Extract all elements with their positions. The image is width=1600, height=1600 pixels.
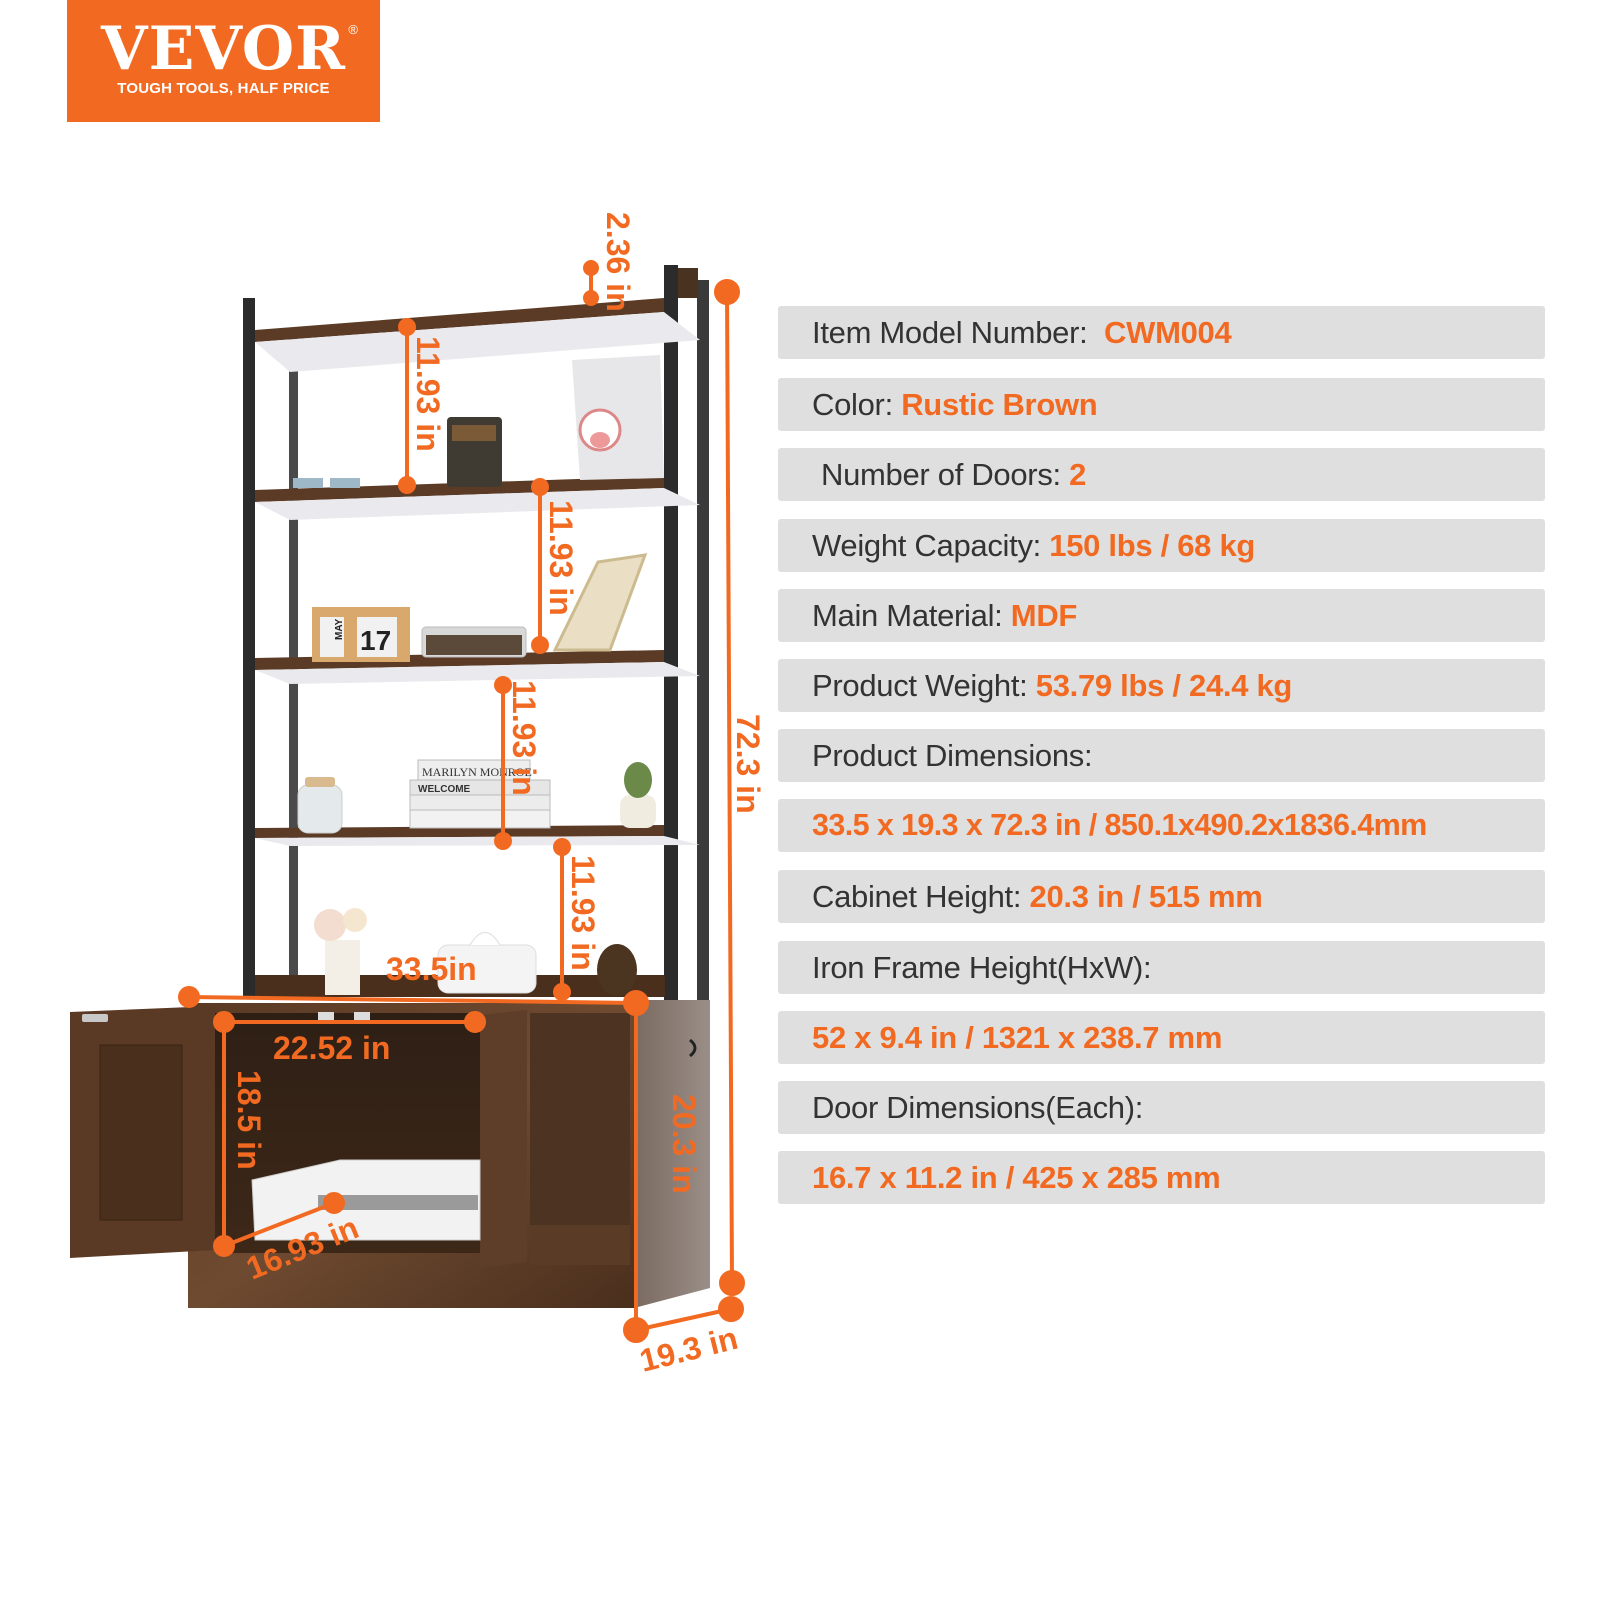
spec-value: 52 x 9.4 in / 1321 x 238.7 mm bbox=[812, 1019, 1223, 1055]
spec-weight-capacity: Weight Capacity: 150 lbs / 68 kg bbox=[778, 519, 1545, 572]
logo-brand: VEVOR bbox=[101, 14, 346, 84]
cabinet bbox=[70, 1000, 710, 1308]
spec-value: 2 bbox=[1069, 456, 1087, 492]
dim-shelf-gap-1: 11.93 in bbox=[410, 336, 446, 452]
calendar-day: 17 bbox=[360, 625, 391, 656]
spec-color: Color: Rustic Brown bbox=[778, 378, 1545, 431]
dim-total-height: 72.3 in bbox=[730, 714, 766, 814]
spec-value: CWM004 bbox=[1104, 314, 1232, 350]
spec-label: Number of Doors: bbox=[821, 456, 1070, 492]
shelf-decor: MAY 17 MARILYN MONROE WELCOME bbox=[293, 355, 664, 996]
spec-label: Door Dimensions(Each): bbox=[812, 1089, 1144, 1125]
spec-door-dimensions-label: Door Dimensions(Each): bbox=[778, 1081, 1545, 1134]
spec-label: Product Weight: bbox=[812, 667, 1036, 703]
spec-door-dimensions-value: 16.7 x 11.2 in / 425 x 285 mm bbox=[778, 1151, 1545, 1204]
dim-inner-width: 22.52 in bbox=[273, 1030, 390, 1066]
dim-shelf-gap-2: 11.93 in bbox=[543, 500, 579, 616]
spec-cabinet-height: Cabinet Height: 20.3 in / 515 mm bbox=[778, 870, 1545, 923]
spec-product-dimensions-label: Product Dimensions: bbox=[778, 729, 1545, 782]
spec-product-dimensions-value: 33.5 x 19.3 x 72.3 in / 850.1x490.2x1836… bbox=[778, 799, 1545, 852]
spec-value: 20.3 in / 515 mm bbox=[1029, 878, 1263, 914]
spec-number-of-doors: Number of Doors: 2 bbox=[778, 448, 1545, 501]
spec-value: MDF bbox=[1010, 597, 1078, 633]
spec-label: Weight Capacity: bbox=[812, 527, 1050, 563]
spec-value: 16.7 x 11.2 in / 425 x 285 mm bbox=[812, 1159, 1221, 1195]
spec-label: Iron Frame Height(HxW): bbox=[812, 949, 1152, 985]
product-illustration: MAY 17 MARILYN MONROE WELCOME bbox=[0, 180, 780, 1420]
dimension-lines bbox=[178, 260, 745, 1343]
spec-label: Color: bbox=[812, 386, 902, 422]
dim-shelf-gap-4: 11.93 in bbox=[565, 855, 601, 971]
logo-tagline: TOUGH TOOLS, HALF PRICE bbox=[117, 80, 330, 97]
spec-label: Item Model Number: bbox=[812, 314, 1105, 350]
dim-shelf-gap-3: 11.93 in bbox=[506, 680, 542, 796]
book-title-2: WELCOME bbox=[418, 784, 471, 795]
spec-value: Rustic Brown bbox=[901, 386, 1098, 422]
spec-value: 53.79 lbs / 24.4 kg bbox=[1035, 667, 1293, 703]
spec-label: Product Dimensions: bbox=[812, 737, 1093, 773]
spec-value: 33.5 x 19.3 x 72.3 in / 850.1x490.2x1836… bbox=[812, 808, 1427, 842]
dim-width: 33.5in bbox=[386, 951, 477, 987]
dim-cabinet-height: 20.3 in bbox=[666, 1094, 702, 1194]
registered-mark: ® bbox=[348, 22, 358, 37]
spec-label: Main Material: bbox=[812, 597, 1011, 633]
spec-main-material: Main Material: MDF bbox=[778, 589, 1545, 642]
spec-iron-frame-label: Iron Frame Height(HxW): bbox=[778, 941, 1545, 994]
dim-inner-height: 18.5 in bbox=[231, 1070, 267, 1170]
calendar-month: MAY bbox=[334, 618, 345, 640]
dim-top-gap: 2.36 in bbox=[600, 212, 636, 312]
spec-value: 150 lbs / 68 kg bbox=[1049, 527, 1256, 563]
spec-product-weight: Product Weight: 53.79 lbs / 24.4 kg bbox=[778, 659, 1545, 712]
spec-label: Cabinet Height: bbox=[812, 878, 1030, 914]
spec-item-model-number: Item Model Number: CWM004 bbox=[778, 306, 1545, 359]
vevor-logo: VEVOR ® TOUGH TOOLS, HALF PRICE bbox=[67, 0, 380, 122]
spec-iron-frame-value: 52 x 9.4 in / 1321 x 238.7 mm bbox=[778, 1011, 1545, 1064]
dim-depth: 19.3 in bbox=[636, 1320, 741, 1379]
